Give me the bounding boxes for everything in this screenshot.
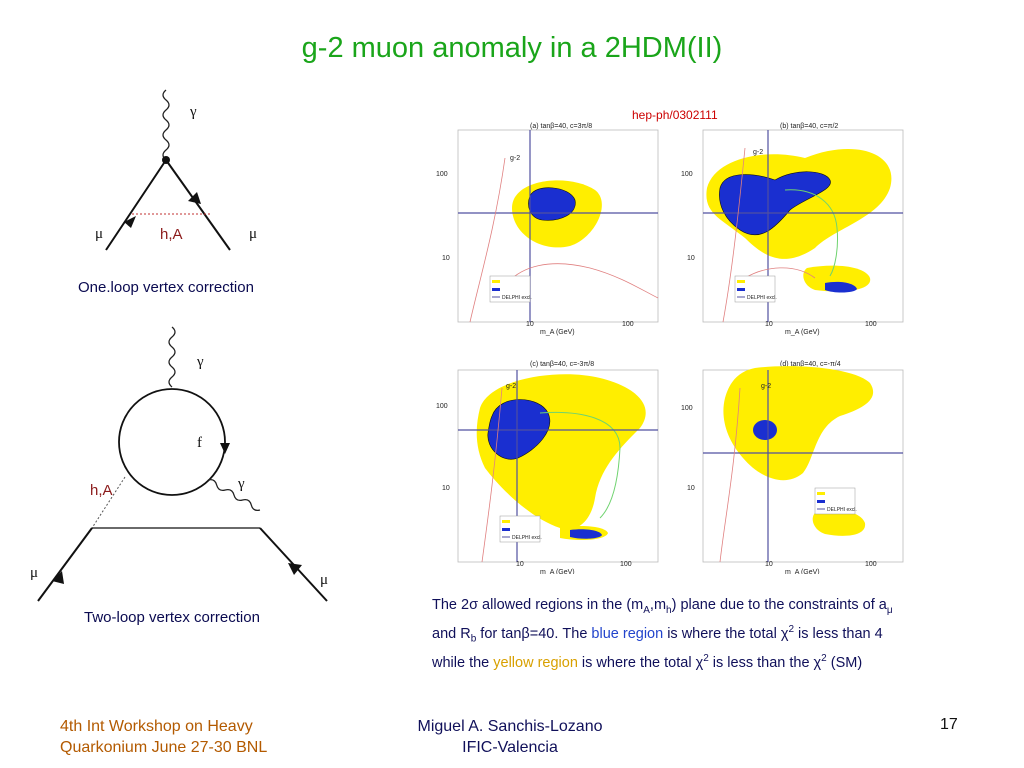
x-tick-10: 10: [526, 321, 534, 328]
blue-region-lower: [825, 281, 857, 293]
x-tick-100: 100: [865, 561, 877, 568]
y-tick-100: 100: [681, 405, 693, 412]
g2-label: g-2: [506, 383, 516, 390]
x-label: m_A (GeV): [540, 329, 575, 336]
yellow-region-lower: [803, 265, 871, 292]
arrow-right: [188, 192, 201, 204]
higgs-label: h,A: [160, 226, 183, 243]
two-loop-caption: Two-loop vertex correction: [84, 609, 260, 626]
x-label: m_A (GeV): [785, 569, 820, 574]
blue-region: [753, 420, 777, 440]
x-tick-10: 10: [765, 321, 773, 328]
blue-region: [487, 399, 550, 460]
allowed-regions-figure: (a) tanβ=40, c=3π/8 100 10 10 100 m_A (G…: [436, 123, 904, 574]
slide-title: g-2 muon anomaly in a 2HDM(II): [301, 32, 723, 64]
photon-label: γ: [190, 104, 197, 120]
legend-delphi: DELPHI excl.: [502, 295, 532, 301]
yellow-region-lower: [812, 510, 866, 536]
fermion-label: f: [197, 435, 202, 451]
x-tick-100: 100: [622, 321, 634, 328]
two-loop-diagram: [37, 326, 328, 602]
g2-label: g-2: [761, 383, 771, 390]
y-tick-100: 100: [681, 171, 693, 178]
photon-wavy-line-top: [168, 326, 176, 388]
blue-region-text: blue region: [591, 625, 664, 642]
footer-workshop: 4th Int Workshop on Heavy Quarkonium Jun…: [60, 718, 268, 756]
x-tick-100: 100: [620, 561, 632, 568]
muon-label-left: μ: [30, 565, 39, 581]
arrow-right: [288, 563, 302, 575]
one-loop-caption: One.loop vertex correction: [78, 279, 254, 296]
one-loop-diagram: [105, 89, 231, 251]
legend-delphi: DELPHI excl.: [827, 507, 857, 513]
plot-b: (b) tanβ=40, c=π/2 10 100 m_A (GeV) 10 1…: [681, 123, 904, 336]
y-tick-10: 10: [687, 485, 695, 492]
y-tick-10: 10: [442, 255, 450, 262]
yellow-region-text: yellow region: [493, 654, 578, 671]
muon-label-right: μ: [249, 226, 258, 242]
y-tick-100: 100: [436, 171, 448, 178]
plot-a-header: (a) tanβ=40, c=3π/8: [530, 123, 592, 130]
x-tick-10: 10: [765, 561, 773, 568]
fermion-loop: [118, 388, 226, 496]
legend-delphi: DELPHI excl.: [512, 535, 542, 541]
yellow-region: [723, 366, 874, 481]
legend-delphi: DELPHI excl.: [747, 295, 777, 301]
x-tick-10: 10: [516, 561, 524, 568]
x-label: m_A (GeV): [785, 329, 820, 336]
higgs-label: h,A: [90, 482, 113, 499]
muon-line-left: [37, 527, 93, 602]
plot-d-header: (d) tanβ=40, c=-π/4: [780, 361, 841, 368]
y-tick-100: 100: [436, 403, 448, 410]
blue-region-lower: [570, 529, 602, 539]
muon-line-right: [165, 159, 231, 251]
blue-region: [719, 171, 831, 236]
photon-label-top: γ: [197, 354, 204, 370]
y-tick-10: 10: [687, 255, 695, 262]
g2-label: g-2: [510, 155, 520, 162]
y-tick-10: 10: [442, 485, 450, 492]
figure-description: The 2σ allowed regions in the (mA,mh) pl…: [432, 597, 893, 671]
photon-wavy-line-side: [207, 478, 261, 512]
plot-c-header: (c) tanβ=40, c=-3π/8: [530, 361, 594, 368]
plot-c: (c) tanβ=40, c=-3π/8 100 10 10 100 m_A (…: [436, 361, 659, 574]
arrow-left: [124, 216, 136, 228]
plot-b-header: (b) tanβ=40, c=π/2: [780, 123, 838, 130]
footer-author: Miguel A. Sanchis-Lozano IFIC-Valencia: [417, 718, 603, 756]
loop-arrow: [220, 443, 230, 454]
plot-d: (d) tanβ=40, c=-π/4 100 10 10 100 m_A (G…: [681, 361, 904, 574]
photon-wavy-line: [162, 89, 170, 161]
x-tick-100: 100: [865, 321, 877, 328]
plot-a: (a) tanβ=40, c=3π/8 100 10 10 100 m_A (G…: [436, 123, 659, 336]
photon-label-side: γ: [238, 476, 245, 492]
arrow-left: [52, 571, 64, 584]
g2-label: g-2: [753, 149, 763, 156]
muon-label-left: μ: [95, 226, 104, 242]
reference-label: hep-ph/0302111: [632, 108, 718, 122]
x-label: m_A (GeV): [540, 569, 575, 574]
muon-label-right: μ: [320, 572, 329, 588]
muon-line-left: [105, 159, 167, 251]
page-number: 17: [940, 716, 958, 733]
